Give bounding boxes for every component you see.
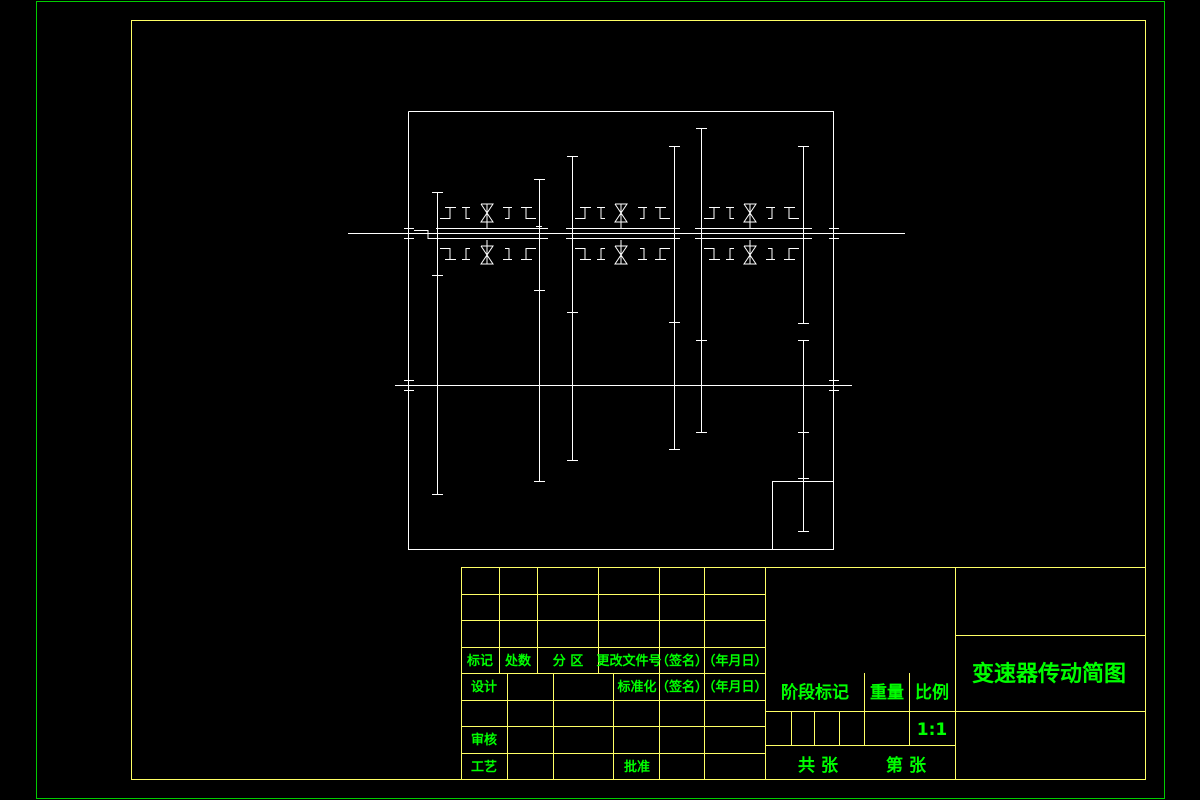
scale-value: 1:1 — [917, 720, 947, 740]
row-signature: （签名） — [656, 679, 708, 695]
drawing-title: 变速器传动简图 — [972, 661, 1126, 687]
header-date: （年月日） — [702, 653, 767, 669]
bearing-left-main — [404, 228, 414, 239]
row-process: 工艺 — [471, 759, 497, 775]
header-zone: 分 区 — [553, 653, 584, 669]
header-signature: （签名） — [656, 653, 708, 669]
gearbox-schematic — [348, 111, 905, 550]
total-sheets: 共 张 — [798, 756, 839, 776]
header-mark: 标记 — [466, 653, 493, 669]
main-gears — [432, 128, 809, 532]
gear-hubs — [436, 228, 812, 239]
input-coupling — [414, 230, 436, 239]
scale-label: 比例 — [915, 682, 949, 703]
weight-label: 重量 — [870, 682, 904, 703]
header-change-doc: 更改文件号 — [596, 653, 661, 669]
synchronizers-upper — [440, 203, 799, 228]
bearing-right-counter — [829, 380, 839, 391]
row-date: （年月日） — [702, 679, 767, 695]
row-approve: 批准 — [624, 759, 650, 775]
bearing-left-counter — [404, 380, 414, 391]
housing-outline — [408, 111, 834, 550]
synchronizers-lower — [440, 240, 799, 265]
row-standardization: 标准化 — [616, 679, 656, 695]
sheet-number: 第 张 — [886, 755, 927, 776]
header-count: 处数 — [504, 653, 532, 669]
stage-mark-label: 阶段标记 — [781, 682, 849, 703]
title-block — [461, 567, 1146, 780]
row-review: 审核 — [471, 732, 497, 748]
outer-frame — [36, 1, 1165, 799]
row-design: 设计 — [471, 679, 497, 695]
bearing-right-main — [829, 228, 839, 239]
